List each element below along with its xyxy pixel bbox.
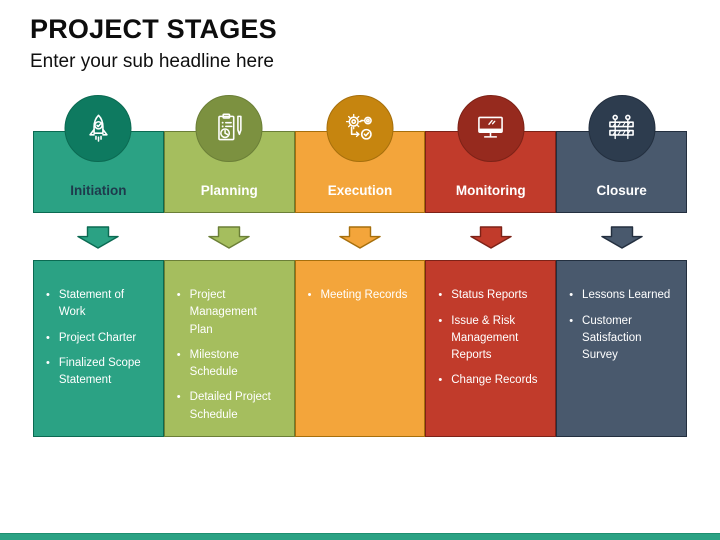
stage-icon-circle (326, 95, 394, 162)
stage-icon-circle (64, 95, 132, 162)
bullet-item: •Customer Satisfaction Survey (569, 313, 673, 365)
bullet-marker: • (438, 289, 443, 301)
stage-label: Closure (596, 183, 647, 198)
clipboard-pen-icon (217, 112, 242, 140)
sub-headline: Enter your sub headline here (30, 51, 274, 72)
gears-icon (346, 113, 373, 140)
bullet-marker: • (46, 331, 50, 344)
stage-column-closure: Closure •Lessons Learned •Customer Satis… (556, 95, 687, 437)
bullet-item: •Statement of Work (46, 287, 150, 322)
stage-content-box: •Status Reports •Issue & Risk Management… (425, 260, 557, 437)
bullet-marker: • (569, 289, 574, 301)
barrier-icon (609, 114, 634, 139)
bullet-item: •Project Management Plan (177, 287, 281, 339)
bullet-item: •Finalized Scope Statement (46, 355, 150, 390)
stage-column-monitoring: Monitoring •Status Reports •Issue & Risk… (425, 95, 557, 437)
down-arrow (556, 213, 687, 260)
bullet-marker: • (307, 289, 312, 301)
project-stages-diagram: Initiation •Statement of Work •Project C… (33, 95, 687, 437)
bullet-marker: • (176, 289, 181, 301)
bullet-item: •Status Reports (438, 287, 542, 305)
stage-content-box: •Lessons Learned •Customer Satisfaction … (556, 260, 687, 437)
bullet-item: •Issue & Risk Management Reports (438, 313, 542, 365)
stage-icon-circle (457, 95, 525, 162)
stage-label: Planning (200, 183, 258, 198)
bullet-marker: • (176, 391, 181, 404)
down-arrow (33, 213, 164, 260)
bullet-item: •Detailed Project Schedule (177, 389, 281, 424)
stage-content-box: •Statement of Work •Project Charter •Fin… (33, 260, 164, 437)
bullet-marker: • (569, 314, 574, 327)
stage-content-box: •Meeting Records (294, 260, 426, 437)
bullet-item: •Lessons Learned (569, 287, 673, 305)
bullet-item: •Milestone Schedule (177, 347, 281, 382)
stage-column-initiation: Initiation •Statement of Work •Project C… (33, 95, 164, 437)
stage-label: Initiation (70, 183, 127, 198)
stage-label: Execution (327, 183, 393, 198)
bullet-item: •Project Charter (46, 330, 150, 348)
down-arrow (164, 213, 295, 260)
down-arrow (295, 213, 426, 260)
stage-column-execution: Execution •Meeting Records (294, 95, 426, 437)
bullet-item: •Meeting Records (308, 287, 412, 305)
bullet-marker: • (46, 357, 50, 370)
bullet-marker: • (46, 289, 50, 301)
stage-icon-circle (588, 95, 656, 162)
page-title: PROJECT STAGES (30, 14, 277, 44)
stage-icon-circle (195, 95, 263, 162)
monitor-icon (478, 116, 504, 138)
stage-column-planning: Planning •Project Management Plan •Miles… (163, 95, 295, 437)
bullet-marker: • (438, 314, 443, 327)
bullet-marker: • (176, 348, 181, 361)
stage-content-box: •Project Management Plan •Milestone Sche… (163, 260, 295, 437)
rocket-icon (89, 114, 108, 142)
stage-label: Monitoring (455, 183, 526, 198)
down-arrow (425, 213, 556, 260)
bullet-marker: • (438, 374, 443, 387)
footer-accent-bar (0, 533, 720, 540)
bullet-item: •Change Records (438, 372, 542, 390)
